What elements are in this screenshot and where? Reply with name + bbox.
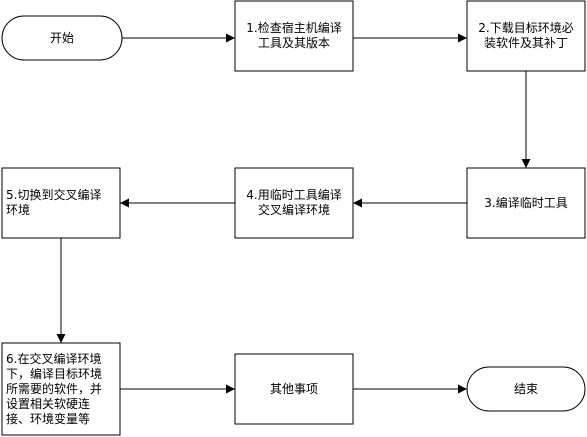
step2-box — [466, 0, 586, 72]
step2-label: 2.下载目标环境必 装软件及其补丁 — [478, 21, 574, 50]
other-box — [234, 353, 354, 425]
step6-box — [1, 342, 121, 436]
step1-box — [234, 0, 354, 72]
end-label: 结束 — [513, 381, 538, 396]
step1-label: 1.检查宿主机编译 工具及其版本 — [246, 21, 342, 50]
start-label: 开始 — [49, 30, 74, 45]
step4-label: 4.用临时工具编译 交叉编译环境 — [246, 188, 342, 217]
step4-box — [234, 167, 354, 239]
step3-label: 3.编译临时工具 — [484, 195, 568, 210]
step3-box — [466, 167, 586, 239]
step5-label: 5.切换到交叉编译 环境 — [6, 188, 102, 217]
step6-label: 6.在交叉编译环境 下，编译目标环境 所需要的软件，并 设置相关软硬连 接、环境… — [6, 351, 103, 426]
other-label: 其他事项 — [269, 381, 318, 396]
